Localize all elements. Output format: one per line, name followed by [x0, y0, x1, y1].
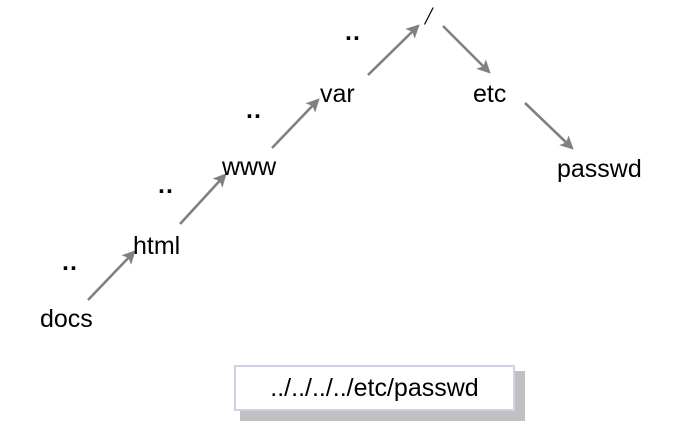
edge-var-root	[367, 24, 420, 76]
dotdot-label-3: ..	[246, 96, 262, 124]
node-label-passwd: passwd	[557, 155, 642, 183]
edge-www-var	[271, 98, 320, 149]
node-label-var: var	[320, 80, 355, 108]
node-label-www: www	[222, 153, 277, 181]
node-label-docs: docs	[40, 305, 93, 333]
edge-etc-passwd	[524, 102, 574, 150]
dotdot-label-1: ..	[62, 248, 78, 276]
edge-html-www	[179, 173, 227, 225]
dotdot-label-2: ..	[158, 171, 174, 199]
path-result-text: ../../../../etc/passwd	[270, 373, 479, 402]
node-label-root: /	[425, 3, 432, 30]
edge-root-etc	[442, 25, 491, 74]
node-label-html: html	[133, 232, 181, 260]
edge-layer	[87, 24, 574, 301]
dotdot-label-4: ..	[345, 18, 361, 46]
path-result-box: ../../../../etc/passwd	[234, 365, 515, 411]
edge-docs-html	[87, 250, 136, 301]
node-label-etc: etc	[473, 80, 507, 108]
